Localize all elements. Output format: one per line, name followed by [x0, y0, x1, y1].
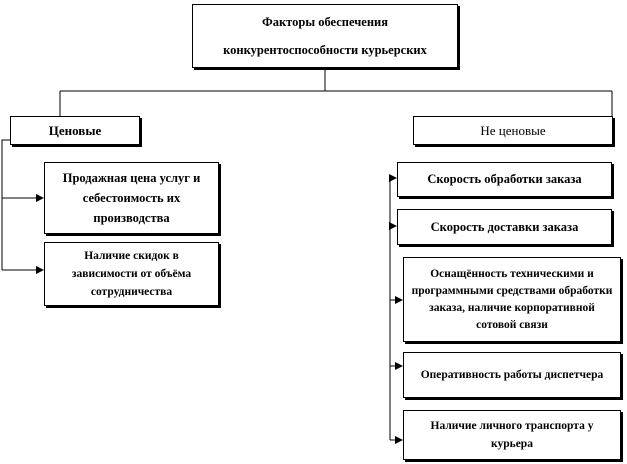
nonprice-factor-label: Оперативность работы диспетчера	[420, 369, 604, 381]
price-factor-label: Наличие скидок в зависимости от объёма с…	[71, 250, 192, 298]
nonprice-factor-box: Оперативность работы диспетчера	[403, 352, 621, 398]
category-nonprice-label: Не ценовые	[480, 122, 546, 138]
nonprice-factor-box: Наличие личного транспорта у курьера	[403, 410, 621, 460]
root-title-line2: конкурентоспособности курьерских	[223, 43, 427, 57]
nonprice-factor-label: Оснащённость техническими и программными…	[411, 267, 613, 331]
category-nonprice-box: Не ценовые	[413, 116, 613, 145]
root-factor-box: Факторы обеспечения конкурентоспособност…	[192, 4, 458, 68]
category-price-box: Ценовые	[10, 116, 140, 145]
nonprice-factor-label: Скорость обработки заказа	[427, 172, 582, 186]
nonprice-factor-box: Скорость обработки заказа	[397, 162, 612, 197]
root-title-line1: Факторы обеспечения	[261, 15, 389, 29]
nonprice-factor-box: Оснащённость техническими и программными…	[403, 257, 621, 342]
nonprice-factor-box: Скорость доставки заказа	[397, 209, 612, 245]
price-factor-box: Продажная цена услуг и себестоимость их …	[44, 162, 219, 234]
category-price-label: Ценовые	[48, 122, 102, 138]
price-factor-box: Наличие скидок в зависимости от объёма с…	[44, 242, 219, 306]
nonprice-factor-label: Наличие личного транспорта у курьера	[430, 420, 594, 450]
price-factor-label: Продажная цена услуг и себестоимость их …	[62, 171, 201, 225]
nonprice-factor-label: Скорость доставки заказа	[430, 219, 579, 234]
